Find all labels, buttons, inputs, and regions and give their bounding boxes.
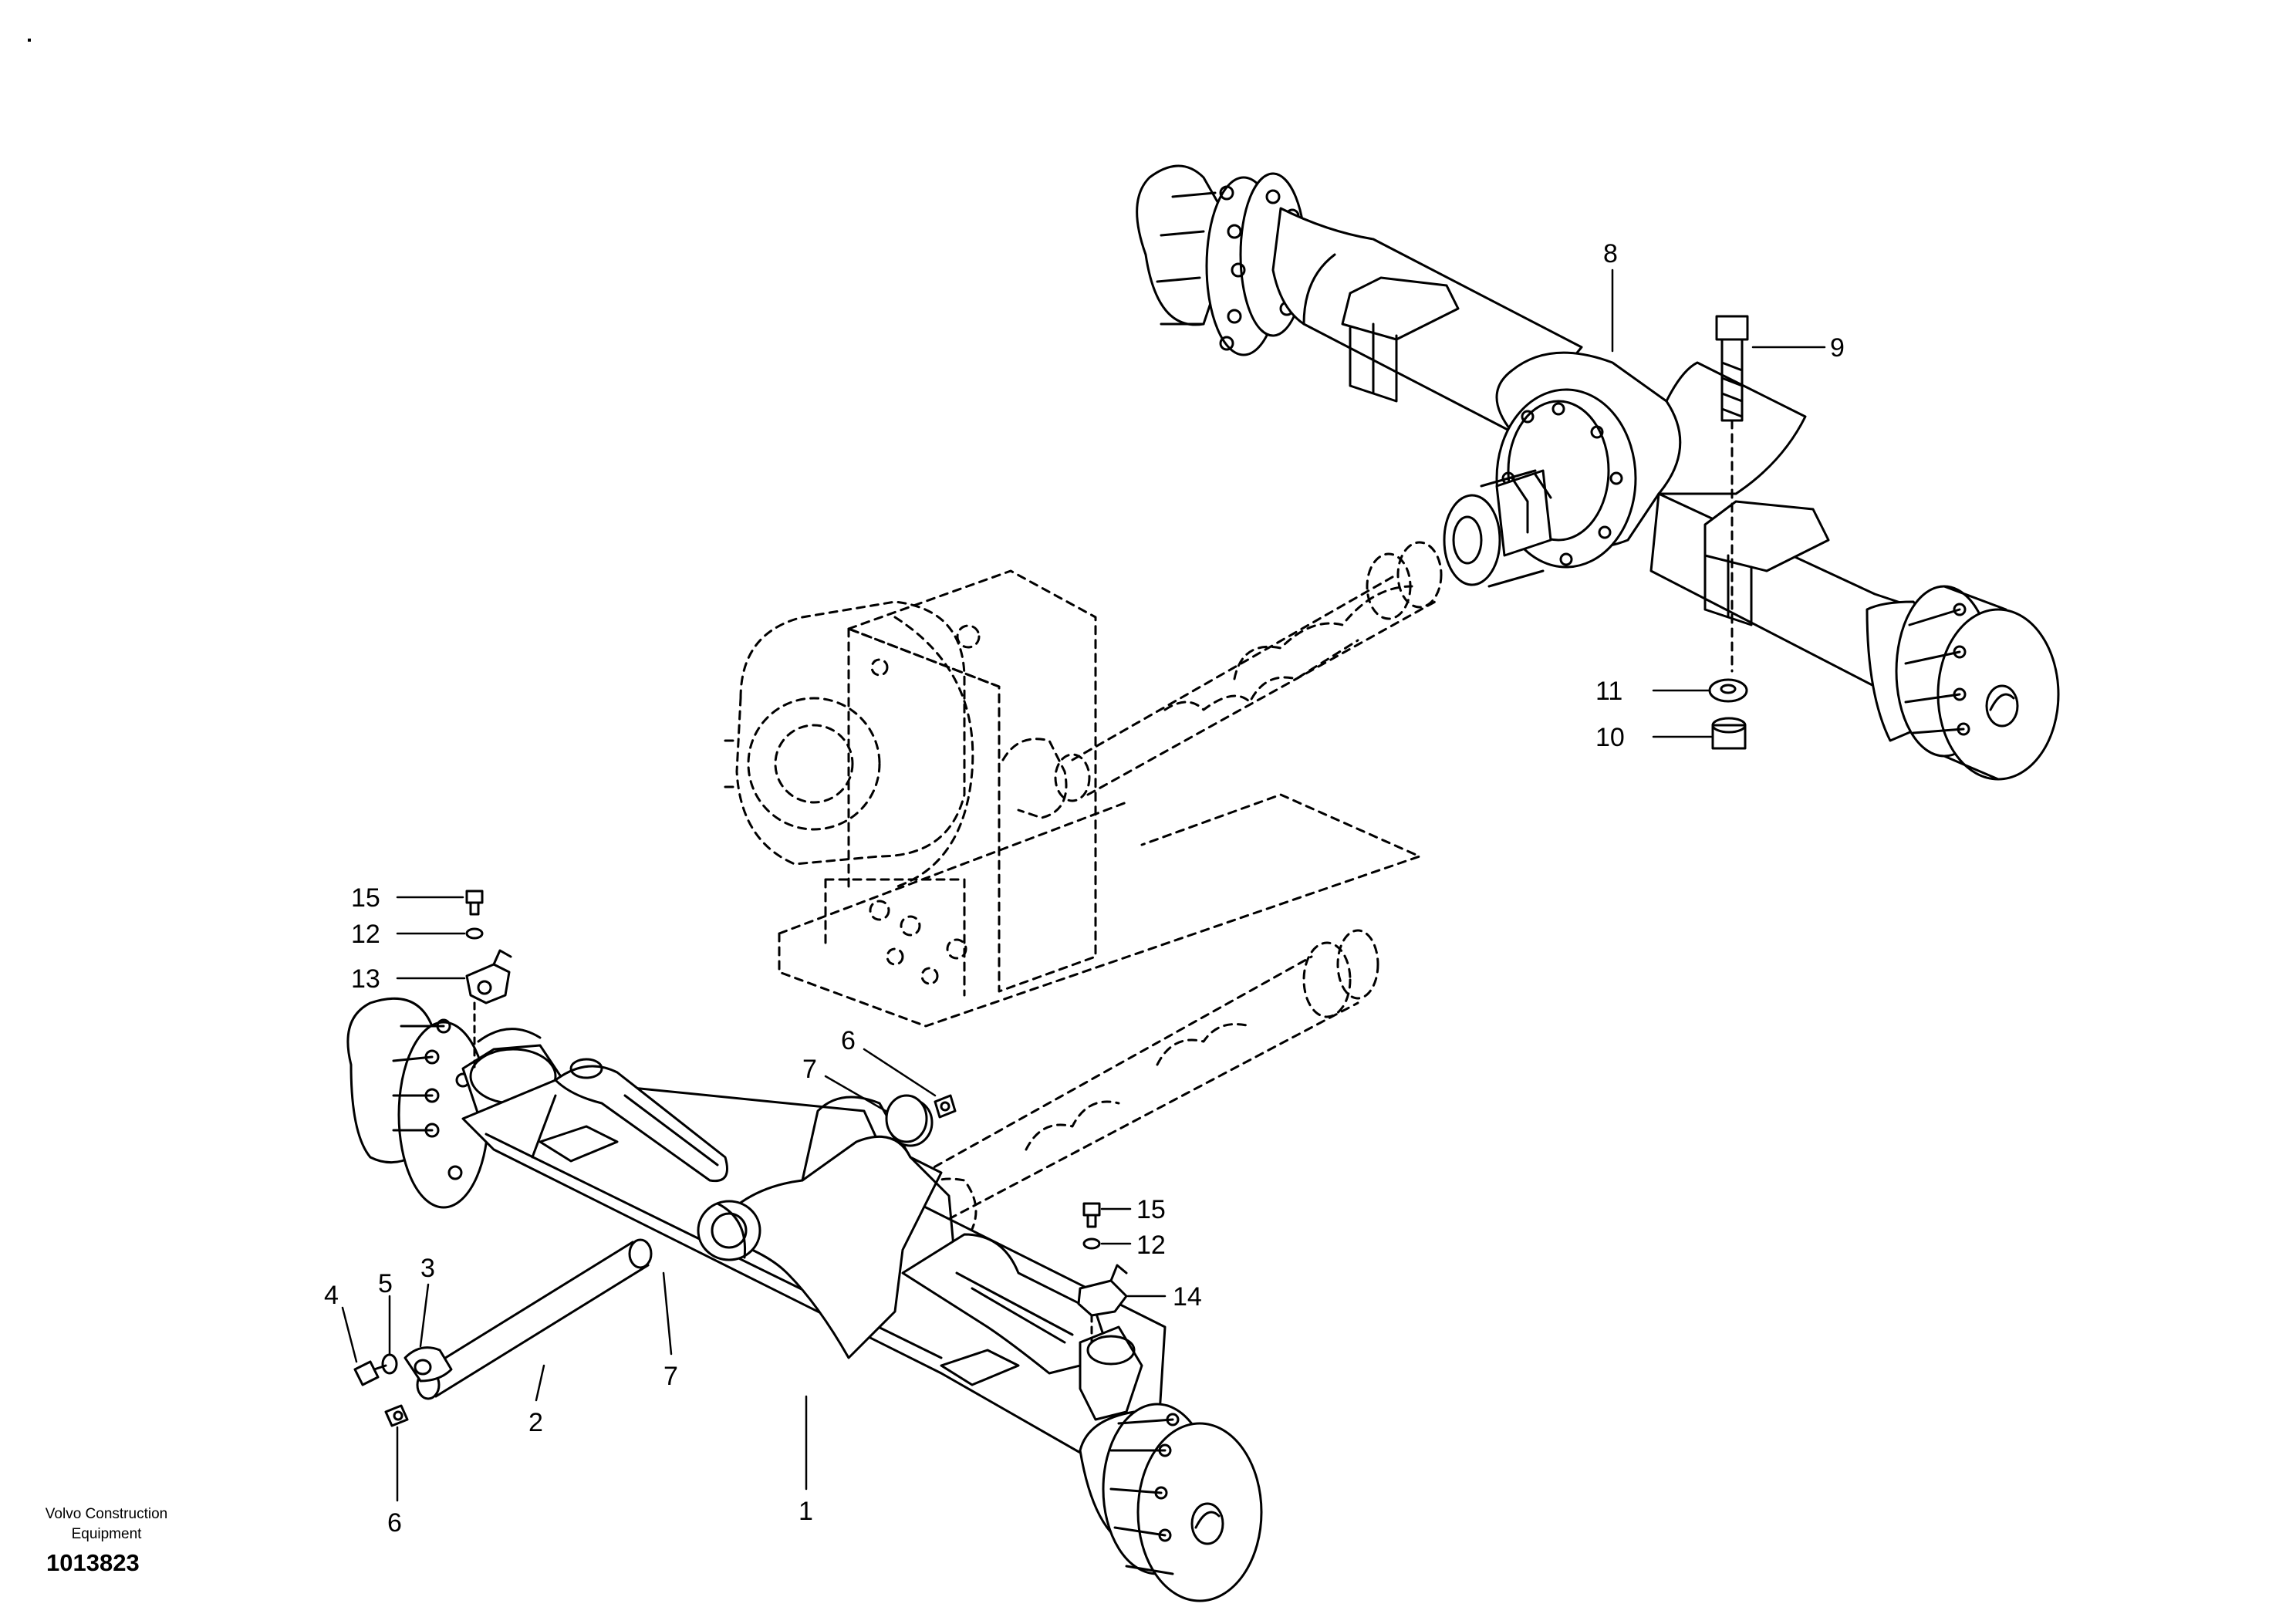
callout-6-upper: 6 <box>841 1026 856 1055</box>
callout-13: 13 <box>351 964 380 994</box>
callout-1: 1 <box>799 1497 813 1526</box>
callout-15-right: 15 <box>1136 1195 1166 1224</box>
callout-12-top: 12 <box>351 920 380 949</box>
callout-14: 14 <box>1173 1282 1202 1312</box>
callout-9: 9 <box>1830 333 1845 363</box>
callout-2: 2 <box>528 1408 543 1437</box>
brand-block: Volvo Construction Equipment <box>29 1504 184 1545</box>
callout-5: 5 <box>378 1269 393 1298</box>
front-axle <box>346 997 1263 1602</box>
callout-labels: 1 2 3 4 5 6 6 7 7 8 9 10 11 12 12 12 13 … <box>324 239 1845 1538</box>
drawing-reference-number: 1013823 <box>46 1549 140 1576</box>
callout-6-lower: 6 <box>387 1508 402 1538</box>
loose-parts <box>353 890 1128 1427</box>
callout-leaders <box>341 268 1826 1502</box>
corner-mark <box>28 39 31 42</box>
brand-line-1: Volvo Construction <box>45 1506 168 1522</box>
callout-10: 10 <box>1595 723 1625 752</box>
callout-15-top: 15 <box>351 883 380 913</box>
rear-axle <box>1136 164 2060 781</box>
callout-8: 8 <box>1603 239 1618 268</box>
callout-3: 3 <box>420 1254 435 1283</box>
brand-line-2: Equipment <box>71 1526 142 1542</box>
callout-11: 11 <box>1595 677 1622 706</box>
callout-12-right: 12 <box>1136 1231 1166 1260</box>
transmission-ghost <box>724 541 1443 1246</box>
callout-4: 4 <box>324 1281 339 1310</box>
rear-mount-hardware <box>1708 315 1749 750</box>
callout-7-upper: 7 <box>802 1055 817 1084</box>
callout-7-lower: 7 <box>663 1362 678 1391</box>
